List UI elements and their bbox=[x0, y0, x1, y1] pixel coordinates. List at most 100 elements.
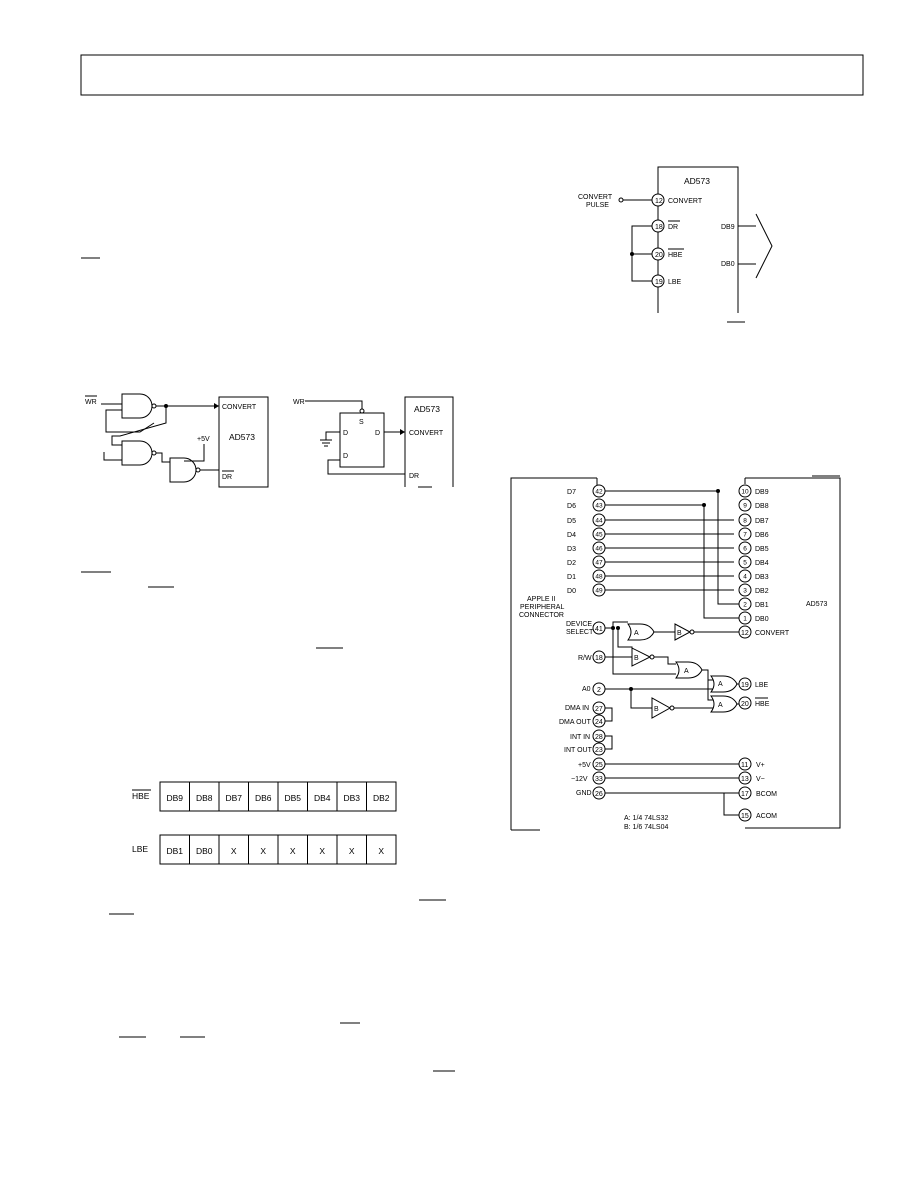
convert-pin-label: CONVERT bbox=[222, 404, 257, 411]
ad573-data-pin bbox=[738, 583, 752, 597]
dma-in-pin: 27 bbox=[595, 706, 603, 713]
ad573-data-label: DB6 bbox=[755, 532, 769, 539]
hbe-cell-text: DB5 bbox=[284, 793, 301, 803]
int-in-pin: 28 bbox=[595, 734, 603, 741]
legend-b: B: 1/6 74LS04 bbox=[624, 824, 668, 831]
gate-b1-label: B bbox=[677, 630, 682, 637]
apple-data-label: D6 bbox=[567, 503, 576, 510]
pulse-input-terminal bbox=[618, 197, 624, 203]
ad573-data-label: DB3 bbox=[755, 574, 769, 581]
int-out-pin: 23 bbox=[595, 747, 603, 754]
hbe-cell-text: DB6 bbox=[255, 793, 272, 803]
flip-flop-diagram: WR S D D D AD573 CONVERT DR bbox=[293, 396, 454, 488]
apple-data-label: D4 bbox=[567, 532, 576, 539]
lbe-row-label: LBE bbox=[132, 844, 148, 854]
rw-pin: 18 bbox=[595, 655, 603, 662]
ad573-data-label: DB8 bbox=[755, 503, 769, 510]
pin-12-name: CONVERT bbox=[668, 198, 703, 205]
hbe-cell-text: DB7 bbox=[225, 793, 242, 803]
lbe-cell-text: X bbox=[378, 846, 384, 856]
chip-title: AD573 bbox=[684, 176, 710, 186]
d-label: D bbox=[343, 430, 348, 437]
convert-pulse-label-1: CONVERT bbox=[578, 194, 613, 201]
plus5v-label: +5V bbox=[197, 436, 210, 443]
pin-18-num: 18 bbox=[655, 224, 663, 231]
connector-label-1: APPLE II bbox=[527, 596, 555, 603]
int-in-label: INT IN bbox=[570, 734, 590, 741]
pin-19-name: LBE bbox=[668, 279, 682, 286]
chip-title: AD573 bbox=[229, 432, 255, 442]
dbar-label: D bbox=[343, 453, 348, 460]
ad573-data-label: DB1 bbox=[755, 602, 769, 609]
m12v-label: −12V bbox=[571, 776, 588, 783]
apple-data-pin-num: 47 bbox=[595, 560, 603, 567]
convert-pin: 12 bbox=[741, 630, 749, 637]
lbe-cell-text: DB0 bbox=[196, 846, 213, 856]
vminus-pin: 13 bbox=[741, 776, 749, 783]
int-out-label: INT OUT bbox=[564, 747, 593, 754]
header-box bbox=[80, 54, 864, 96]
rs-latch-diagram: WR +5V CONVERT AD573 DR bbox=[85, 393, 269, 488]
vplus-pin: 11 bbox=[741, 762, 748, 769]
acom-pin: 15 bbox=[741, 813, 749, 820]
ad573-data-pin bbox=[738, 484, 752, 498]
a0-pin: 2 bbox=[597, 687, 601, 694]
chip-title: AD573 bbox=[414, 404, 440, 414]
acom-label: ACOM bbox=[756, 813, 777, 820]
chip-title: AD573 bbox=[806, 601, 828, 608]
hbe-cell-text: DB4 bbox=[314, 793, 331, 803]
hbe-cell bbox=[366, 781, 397, 812]
connector-label-2: PERIPHERAL bbox=[520, 604, 564, 611]
ad573-data-label: DB4 bbox=[755, 560, 769, 567]
hbe-cell-text: DB8 bbox=[196, 793, 213, 803]
hbe-pin: 20 bbox=[741, 701, 749, 708]
apple-data-label: D0 bbox=[567, 588, 576, 595]
gnd-pin: 26 bbox=[595, 791, 603, 798]
dr-pin-label: DR bbox=[222, 474, 232, 481]
lbe-pin: 19 bbox=[741, 682, 749, 689]
apple-data-label: D2 bbox=[567, 560, 576, 567]
lbe-cell bbox=[366, 834, 397, 865]
ad573-data-pin-num: 2 bbox=[743, 602, 747, 609]
db9-label: DB9 bbox=[721, 224, 735, 231]
bcom-label: BCOM bbox=[756, 791, 777, 798]
pin-19-num: 19 bbox=[655, 279, 663, 286]
ad573-data-pin-num: 5 bbox=[743, 560, 747, 567]
ad573-data-pin-num: 8 bbox=[743, 518, 747, 525]
gate-a2-label: A bbox=[684, 668, 689, 675]
device-select-2: SELECT bbox=[566, 629, 594, 636]
pin-12-num: 12 bbox=[655, 198, 663, 205]
gate-a1-label: A bbox=[634, 630, 639, 637]
wr-label: WR bbox=[293, 399, 305, 406]
ad573-data-pin-num: 10 bbox=[741, 489, 749, 496]
ad573-data-label: DB9 bbox=[755, 489, 769, 496]
ad573-data-pin-num: 4 bbox=[743, 574, 747, 581]
device-select-pin: 41 bbox=[595, 626, 603, 633]
m12v-pin: 33 bbox=[595, 776, 603, 783]
gate-a4-label: A bbox=[718, 702, 723, 709]
ad573-data-pin bbox=[738, 555, 752, 569]
ad573-data-pin-num: 3 bbox=[743, 588, 747, 595]
lbe-cell-text: X bbox=[349, 846, 355, 856]
ad573-data-pin bbox=[738, 569, 752, 583]
bcom-pin: 17 bbox=[741, 791, 749, 798]
p5v-pin: 25 bbox=[595, 762, 603, 769]
pin-20-name: HBE bbox=[668, 252, 683, 259]
left-text-overbars bbox=[81, 257, 455, 1072]
apple-data-pin-num: 44 bbox=[595, 518, 603, 525]
dr-pin-label: DR bbox=[409, 473, 419, 480]
vplus-label: V+ bbox=[756, 762, 765, 769]
ad573-data-label: DB7 bbox=[755, 518, 769, 525]
ad573-data-pin bbox=[738, 541, 752, 555]
s-label: S bbox=[359, 419, 364, 426]
apple-data-pin-num: 43 bbox=[595, 503, 603, 510]
ad573-data-label: DB2 bbox=[755, 588, 769, 595]
ad573-data-pin bbox=[738, 597, 752, 611]
hbe-row-label: HBE bbox=[132, 791, 150, 801]
gnd-label: GND bbox=[576, 790, 592, 797]
apple-data-pin-num: 46 bbox=[595, 546, 603, 553]
apple-data-label: D7 bbox=[567, 489, 576, 496]
